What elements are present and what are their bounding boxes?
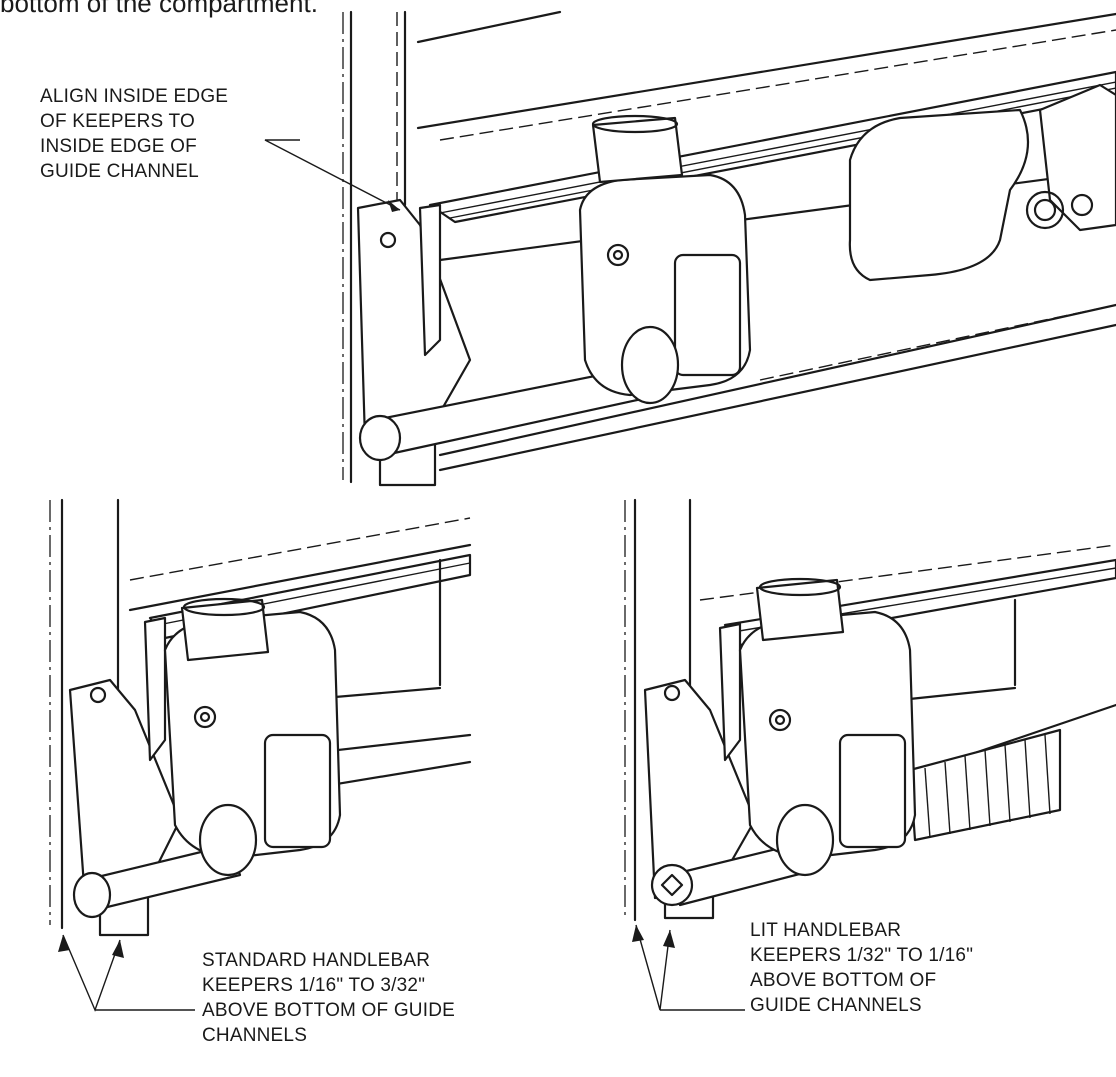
standard-handlebar-view	[49, 498, 472, 1012]
align-leader-line	[264, 139, 401, 211]
latch-window	[263, 733, 332, 849]
latch-bolt	[768, 708, 792, 732]
header-fragment-text: bottom of the compartment.	[0, 0, 318, 18]
keeper-hole	[379, 231, 397, 249]
latch-bolt	[606, 243, 630, 267]
lit-handlebar-callout: LIT HANDLEBAR KEEPERS 1/32" TO 1/16" ABO…	[750, 920, 974, 1016]
latch-roller	[775, 803, 835, 877]
handlebar-end-cap	[358, 414, 402, 462]
standard-leader-line	[62, 934, 121, 1012]
top-assembly-view	[264, 10, 1116, 487]
latch-roller	[198, 803, 258, 877]
latch-post	[591, 116, 684, 184]
latch-roller	[620, 325, 680, 405]
lock-indicator	[1070, 193, 1094, 217]
latch-window	[673, 253, 742, 377]
align-keepers-callout: ALIGN INSIDE EDGE OF KEEPERS TO INSIDE E…	[40, 86, 229, 182]
lit-handlebar-end-cap	[650, 863, 694, 907]
handlebar-end-cap	[72, 871, 112, 919]
latch-window	[838, 733, 907, 849]
latch-post	[755, 578, 845, 642]
standard-handlebar-callout: STANDARD HANDLEBAR KEEPERS 1/16" TO 3/32…	[202, 950, 455, 1046]
recessed-handle	[848, 108, 1030, 282]
seal-strip	[428, 70, 1116, 224]
latch-post	[180, 598, 270, 662]
lit-handlebar-view	[624, 498, 1116, 1011]
lock-cylinder	[1025, 190, 1065, 230]
lit-end-cap-symbol	[660, 873, 684, 897]
lit-light-strip	[908, 728, 1062, 842]
lit-strip-hatch	[924, 734, 1051, 839]
latch-bolt	[193, 705, 217, 729]
